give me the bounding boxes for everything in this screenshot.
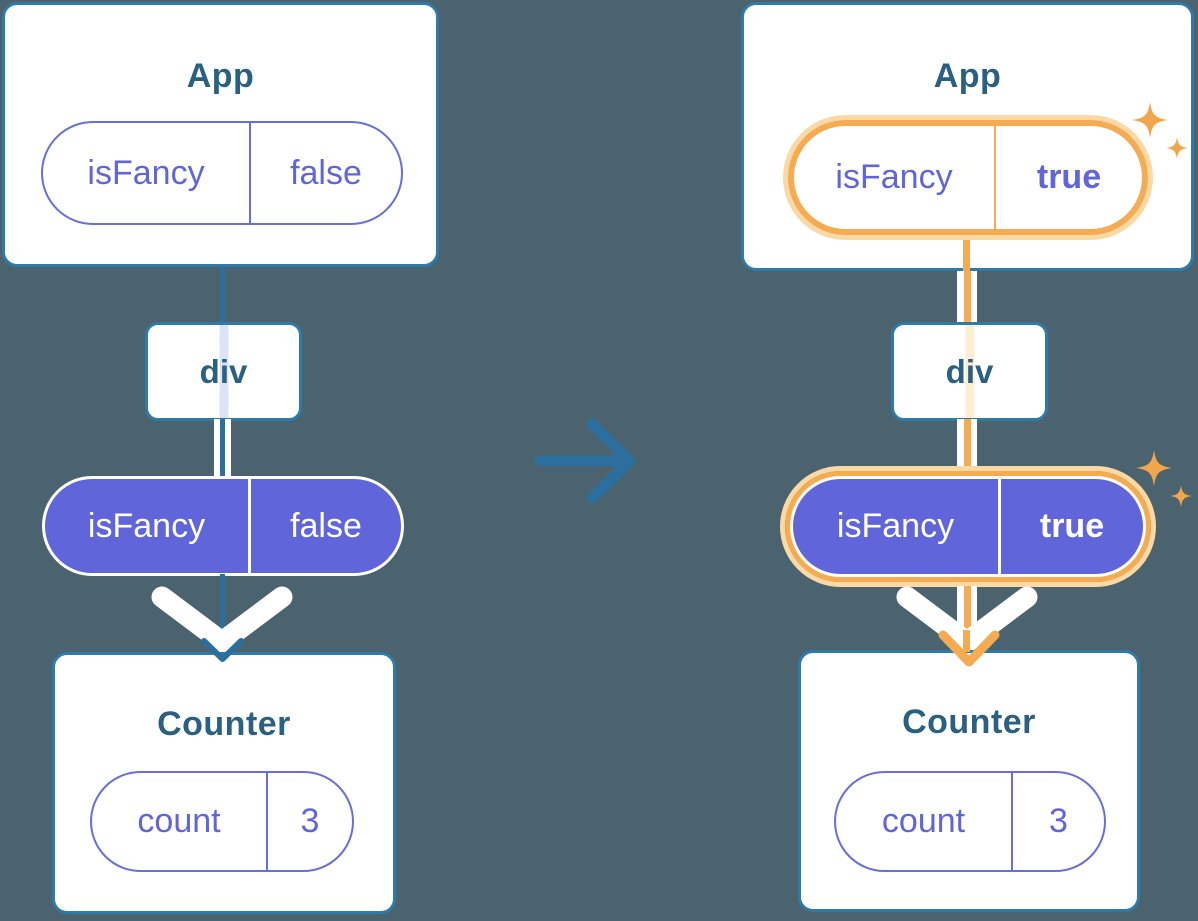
before-arrowhead-icon [201,638,244,662]
transition-arrow-icon [534,418,636,504]
prop-value: true [998,479,1143,574]
before-passed-prop-pill: isFancy false [42,476,404,576]
sparkles-icon [1132,102,1188,159]
before-counter-card: Counter [52,652,396,914]
after-prop-to-counter-line [957,586,977,638]
after-app-title: App [933,57,1002,95]
after-div-box: div [891,322,1048,421]
after-app-inner-line [963,240,970,272]
after-arrowhead-icon [938,630,1000,667]
after-div-passthrough-line [965,325,974,418]
prop-name: isFancy [836,507,955,545]
before-prop-to-counter-line [220,574,225,650]
after-passed-prop-pill: isFancy true [793,479,1143,574]
state-name: count [137,802,221,840]
state-name: count [881,802,966,840]
prop-value: true [994,126,1142,229]
before-counter-state-pill: count 3 [90,771,354,872]
prop-value: false [249,123,401,223]
after-counter-state-pill: count 3 [834,771,1106,872]
before-counter-title: Counter [157,705,291,743]
after-app-prop-pill: isFancy true [788,120,1148,235]
before-div-box: div [145,322,302,421]
before-app-title: App [186,57,255,95]
prop-value: false [248,479,401,573]
prop-name: isFancy [835,158,953,196]
after-div-to-prop-line [957,419,977,471]
after-arrow-shaft [963,630,970,652]
before-div-label: div [199,352,248,390]
after-div-label: div [945,352,994,390]
sparkles-icon [1136,450,1192,507]
prop-name: isFancy [87,506,206,545]
prop-name: isFancy [87,153,205,192]
after-app-to-div-line [957,271,977,324]
before-div-to-prop-line [214,419,231,478]
state-value: 3 [266,773,352,870]
before-app-prop-pill: isFancy false [41,121,403,225]
state-value: 3 [1011,773,1104,870]
before-white-chevron-icon [151,586,293,653]
after-app-prop-highlight-ring: isFancy true [783,115,1153,240]
before-app-to-div-line [220,266,225,324]
after-counter-title: Counter [902,703,1036,741]
before-div-passthrough-line [219,325,228,418]
after-passed-prop-highlight-ring: isFancy true [780,466,1156,587]
